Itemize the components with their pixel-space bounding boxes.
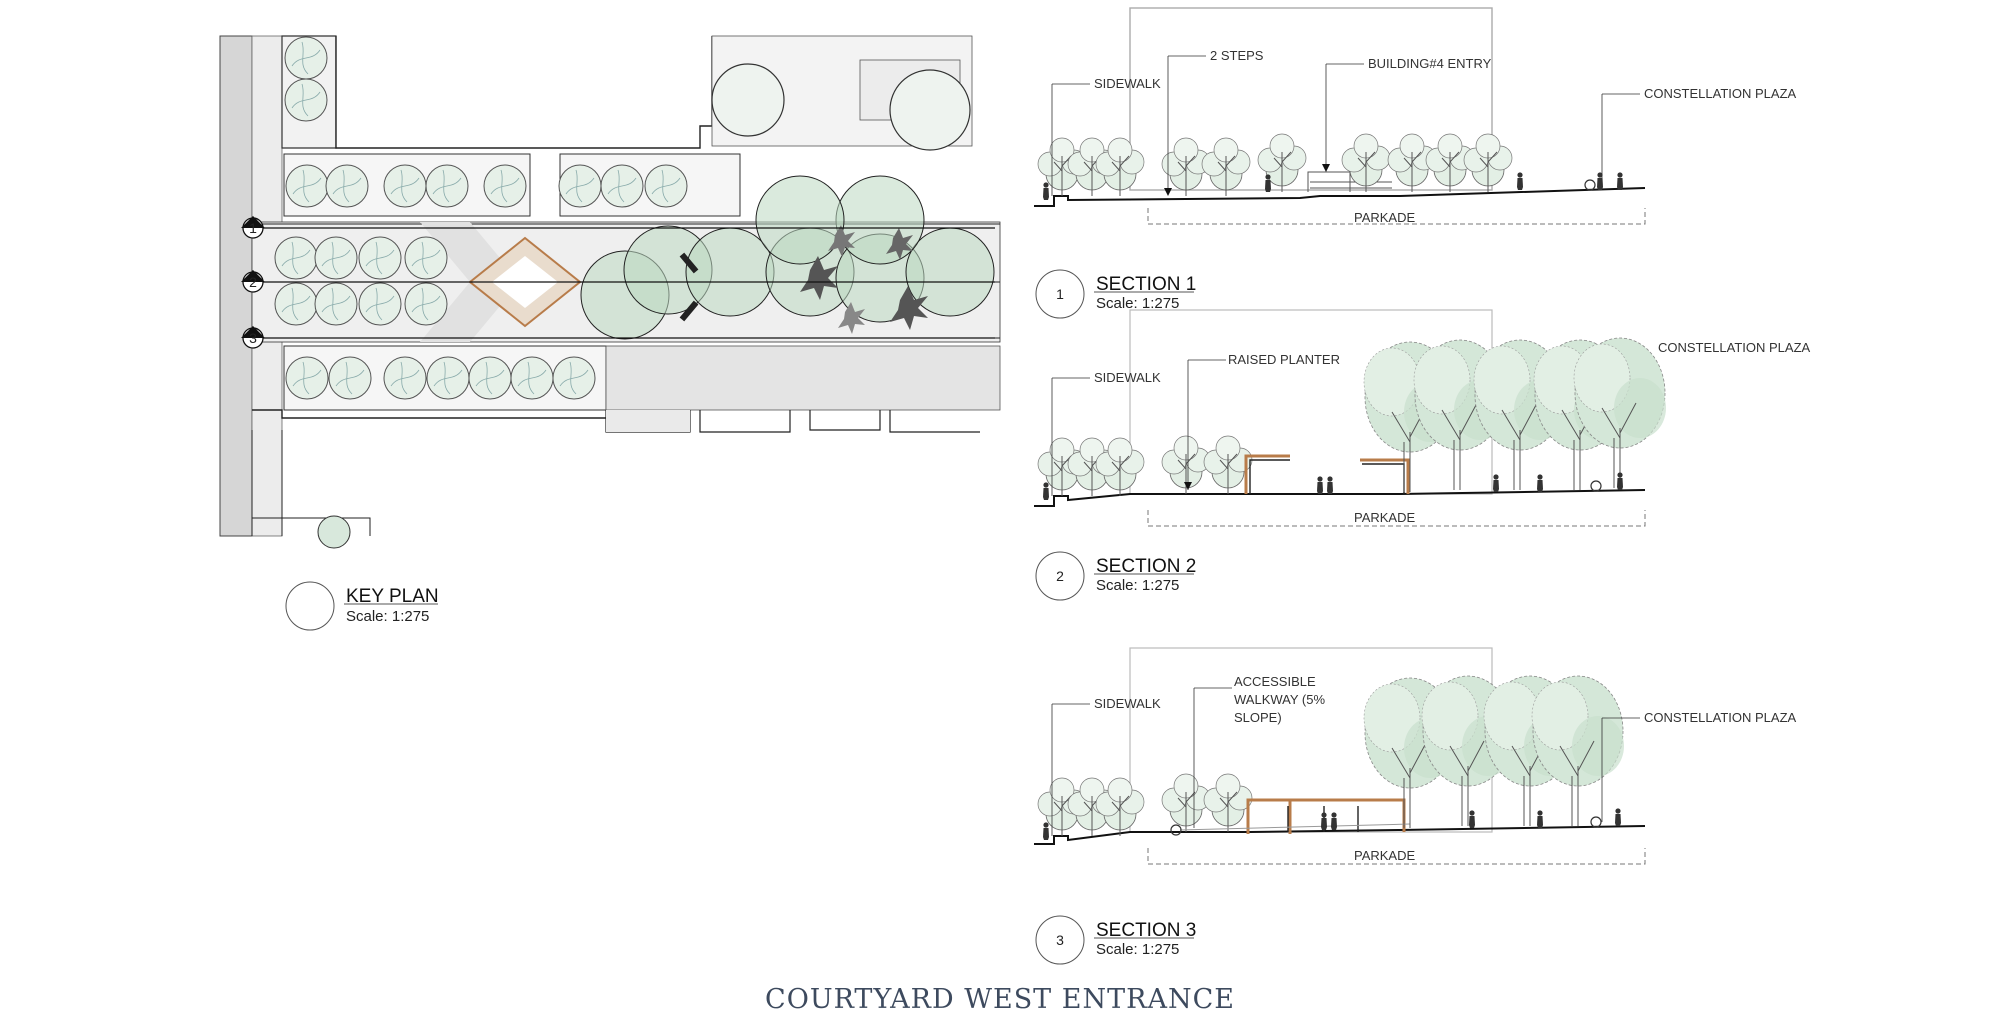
section-2-sidewalk-label: SIDEWALK: [1094, 370, 1161, 385]
section-1-scale: Scale: 1:275: [1096, 295, 1179, 312]
section-3-scale: Scale: 1:275: [1096, 941, 1179, 958]
section-3-parkade-label: PARKADE: [1354, 848, 1415, 863]
section-3-drawing: [1034, 647, 1646, 865]
section-marker-1-label: 1: [249, 220, 257, 236]
section-1-plaza-label: CONSTELLATION PLAZA: [1644, 86, 1797, 101]
section-3-title-block: 3 SECTION 3 Scale: 1:275: [1035, 915, 1196, 965]
section-1-number: 1: [1056, 286, 1064, 302]
section-marker-2[interactable]: 2: [241, 270, 265, 293]
section-2-plaza-label: CONSTELLATION PLAZA: [1658, 340, 1811, 355]
section-1-title: SECTION 1: [1096, 274, 1196, 295]
section-2-parkade-label: PARKADE: [1354, 510, 1415, 525]
section-2-title: SECTION 2: [1096, 556, 1196, 577]
key-plan-title: KEY PLAN: [346, 586, 439, 607]
section-1-steps-label: 2 STEPS: [1210, 48, 1264, 63]
section-marker-3-label: 3: [249, 330, 257, 346]
section-3-sidewalk-label: SIDEWALK: [1094, 696, 1161, 711]
section-3-walkway-label-line1: ACCESSIBLE: [1234, 674, 1316, 689]
section-2-drawing: [1034, 309, 1667, 527]
section-1-entry-label: BUILDING#4 ENTRY: [1368, 56, 1492, 71]
section-3-plaza-label: CONSTELLATION PLAZA: [1644, 710, 1797, 725]
sheet-title: COURTYARD WEST ENTRANCE: [765, 984, 1235, 1015]
key-plan-title-block: KEY PLAN Scale: 1:275: [285, 581, 439, 631]
section-1-title-block: 1 SECTION 1 Scale: 1:275: [1035, 269, 1196, 319]
section-3-walkway-label-line3: SLOPE): [1234, 710, 1282, 725]
section-marker-1[interactable]: 1: [241, 216, 265, 239]
key-plan-drawing: [219, 35, 1001, 549]
section-marker-3[interactable]: 3: [241, 326, 265, 349]
section-2-title-block: 2 SECTION 2 Scale: 1:275: [1035, 551, 1196, 601]
section-1-parkade-label: PARKADE: [1354, 210, 1415, 225]
section-2-number: 2: [1056, 568, 1064, 584]
section-2-planter-label: RAISED PLANTER: [1228, 352, 1340, 367]
section-2-scale: Scale: 1:275: [1096, 577, 1179, 594]
section-1-drawing: [1034, 7, 1646, 225]
key-plan-scale: Scale: 1:275: [346, 608, 429, 625]
section-3-title: SECTION 3: [1096, 920, 1196, 941]
section-3-number: 3: [1056, 932, 1064, 948]
section-1-sidewalk-label: SIDEWALK: [1094, 76, 1161, 91]
section-marker-2-label: 2: [249, 274, 257, 290]
section-3-walkway-label-line2: WALKWAY (5%: [1234, 692, 1325, 707]
